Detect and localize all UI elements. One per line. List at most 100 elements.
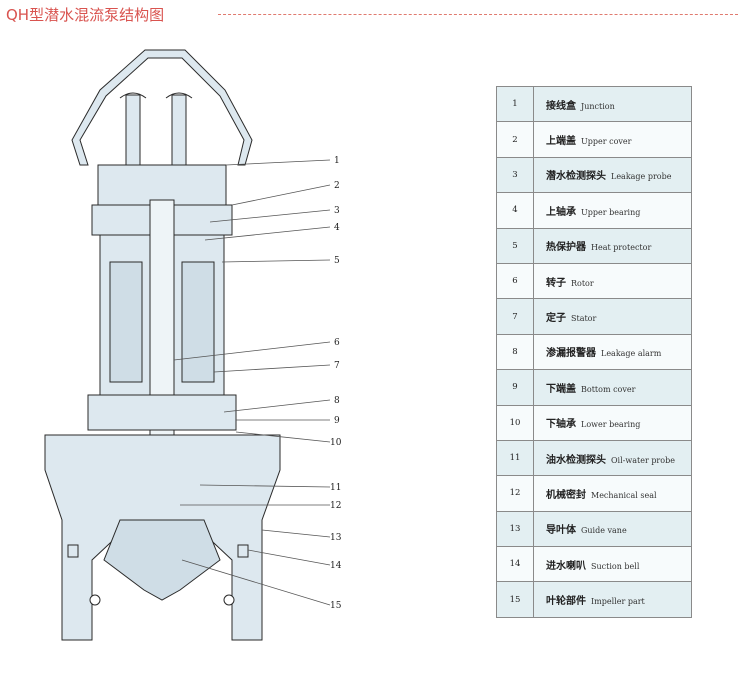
part-number: 12 [496, 475, 534, 512]
part-number: 11 [496, 439, 534, 477]
part-number: 7 [496, 298, 534, 335]
part-label: 下端盖 Bottom cover [533, 369, 692, 406]
table-row: 9 下端盖 Bottom cover [496, 369, 692, 406]
part-name-zh: 下轴承 [546, 419, 576, 431]
callout-3: 3 [334, 206, 340, 216]
table-row: 13 导叶体 Guide vane [496, 510, 692, 548]
table-row: 14 进水喇叭 Suction bell [496, 546, 692, 583]
table-row: 11 油水检测探头 Oil-water probe [496, 439, 692, 477]
part-name-zh: 下端盖 [546, 383, 576, 395]
callout-4: 4 [334, 223, 340, 233]
part-label: 叶轮部件 Impeller part [533, 581, 692, 618]
table-row: 8 渗漏报警器 Leakage alarm [496, 333, 692, 371]
callout-5: 5 [334, 256, 340, 266]
part-label: 机械密封 Mechanical seal [533, 475, 692, 512]
table-row: 2 上端盖 Upper cover [496, 121, 692, 158]
table-row: 12 机械密封 Mechanical seal [496, 475, 692, 512]
table-row: 5 热保护器 Heat protector [496, 227, 692, 264]
part-name-en: Stator [571, 314, 597, 324]
part-name-en: Lower bearing [581, 420, 641, 430]
table-row: 15 叶轮部件 Impeller part [496, 581, 692, 618]
lifting-handle [71, 49, 253, 166]
part-label: 下轴承 Lower bearing [533, 404, 692, 441]
part-name-en: Upper bearing [581, 207, 641, 217]
part-label: 油水检测探头 Oil-water probe [533, 439, 692, 477]
part-label: 转子 Rotor [533, 262, 692, 300]
part-number: 13 [496, 510, 534, 548]
part-label: 进水喇叭 Suction bell [533, 546, 692, 583]
callout-10: 10 [330, 438, 342, 448]
part-number: 8 [496, 333, 534, 371]
callout-9: 9 [334, 416, 340, 426]
part-name-zh: 潜水检测探头 [546, 171, 606, 183]
parts-legend-table: 1 接线盒 Junction 2 上端盖 Upper cover 3 潜水检测探头 Leakag… [496, 85, 692, 618]
impeller [103, 519, 221, 601]
part-name-en: Upper cover [581, 137, 632, 147]
part-name-zh: 机械密封 [546, 489, 586, 501]
part-label: 接线盒 Junction [533, 85, 692, 123]
part-name-en: Guide vane [581, 526, 627, 536]
part-label: 导叶体 Guide vane [533, 510, 692, 548]
part-name-zh: 渗漏报警器 [546, 348, 596, 360]
callout-15: 15 [330, 601, 342, 611]
part-name-en: Leakage probe [611, 172, 672, 182]
callout-2: 2 [334, 181, 340, 191]
part-label: 潜水检测探头 Leakage probe [533, 156, 692, 194]
part-number: 3 [496, 156, 534, 194]
part-number: 1 [496, 85, 534, 123]
stator-left [109, 261, 143, 383]
part-name-en: Heat protector [591, 243, 652, 253]
cable-gland-right [171, 94, 187, 171]
part-number: 5 [496, 227, 534, 264]
stator-right [181, 261, 215, 383]
part-name-en: Oil-water probe [611, 455, 675, 465]
part-label: 上轴承 Upper bearing [533, 192, 692, 229]
part-number: 6 [496, 262, 534, 300]
part-number: 2 [496, 121, 534, 158]
bottom-cover [87, 394, 237, 431]
page-title: QH型潜水混流泵结构图 [6, 6, 165, 24]
part-name-zh: 上端盖 [546, 136, 576, 148]
part-name-zh: 进水喇叭 [546, 560, 586, 572]
part-name-zh: 转子 [546, 277, 566, 289]
part-name-zh: 油水检测探头 [546, 454, 606, 466]
part-name-en: Bottom cover [581, 384, 636, 394]
cable-gland-left [125, 94, 141, 171]
callout-11: 11 [330, 483, 341, 493]
part-name-zh: 叶轮部件 [546, 596, 586, 608]
title-divider [218, 14, 738, 15]
part-name-zh: 导叶体 [546, 525, 576, 537]
part-name-en: Mechanical seal [591, 490, 657, 500]
part-number: 15 [496, 581, 534, 618]
part-number: 14 [496, 546, 534, 583]
part-label: 上端盖 Upper cover [533, 121, 692, 158]
callout-13: 13 [330, 533, 342, 543]
table-row: 1 接线盒 Junction [496, 85, 692, 123]
table-row: 4 上轴承 Upper bearing [496, 192, 692, 229]
callout-1: 1 [334, 156, 340, 166]
table-row: 10 下轴承 Lower bearing [496, 404, 692, 441]
part-number: 9 [496, 369, 534, 406]
part-label: 渗漏报警器 Leakage alarm [533, 333, 692, 371]
callout-12: 12 [330, 501, 341, 511]
callout-14: 14 [330, 561, 342, 571]
part-name-en: Impeller part [591, 597, 645, 607]
callout-6: 6 [334, 338, 340, 348]
part-name-en: Leakage alarm [601, 349, 662, 359]
part-label: 热保护器 Heat protector [533, 227, 692, 264]
part-name-en: Junction [581, 101, 615, 111]
part-number: 4 [496, 192, 534, 229]
part-number: 10 [496, 404, 534, 441]
part-name-en: Rotor [571, 278, 594, 288]
part-name-en: Suction bell [591, 561, 640, 571]
table-row: 6 转子 Rotor [496, 262, 692, 300]
part-name-zh: 热保护器 [546, 242, 586, 254]
table-row: 3 潜水检测探头 Leakage probe [496, 156, 692, 194]
part-name-zh: 接线盒 [546, 100, 576, 112]
part-name-zh: 上轴承 [546, 206, 576, 218]
junction-box [97, 164, 227, 206]
callout-7: 7 [334, 361, 340, 371]
